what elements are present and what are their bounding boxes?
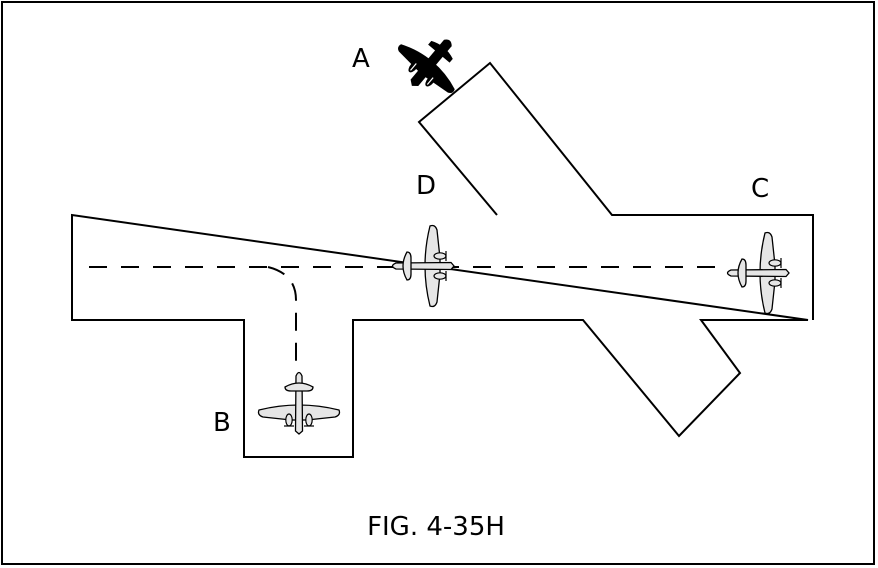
label-b: B (213, 408, 231, 438)
label-c: C (751, 174, 770, 204)
figure-caption: FIG. 4-35H (367, 512, 505, 542)
runway-outline (71, 61, 814, 458)
aircraft-b-icon (257, 371, 341, 435)
taxi-path-dashed (267, 266, 297, 365)
aircraft-a-icon (384, 17, 478, 110)
label-a: A (352, 44, 370, 74)
aircraft-d-icon (391, 224, 455, 308)
label-d: D (416, 171, 437, 201)
aircraft-c-icon (726, 231, 790, 315)
